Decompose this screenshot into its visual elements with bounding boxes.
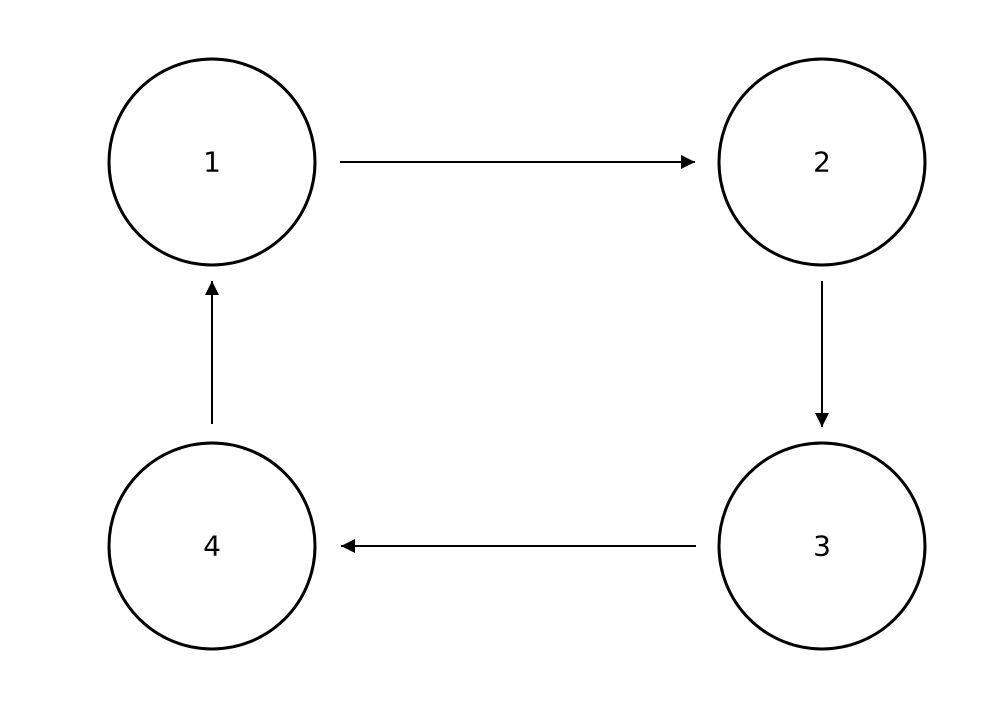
node-4: 4 [107,441,317,651]
node-2: 2 [717,57,927,267]
node-3-circle [717,441,927,651]
node-3: 3 [717,441,927,651]
node-4-label: 4 [203,530,221,563]
node-2-label: 2 [813,146,831,179]
node-1-circle [107,57,317,267]
node-1-label: 1 [203,146,221,179]
node-1: 1 [107,57,317,267]
node-2-circle [717,57,927,267]
node-4-circle [107,441,317,651]
node-3-label: 3 [813,530,831,563]
